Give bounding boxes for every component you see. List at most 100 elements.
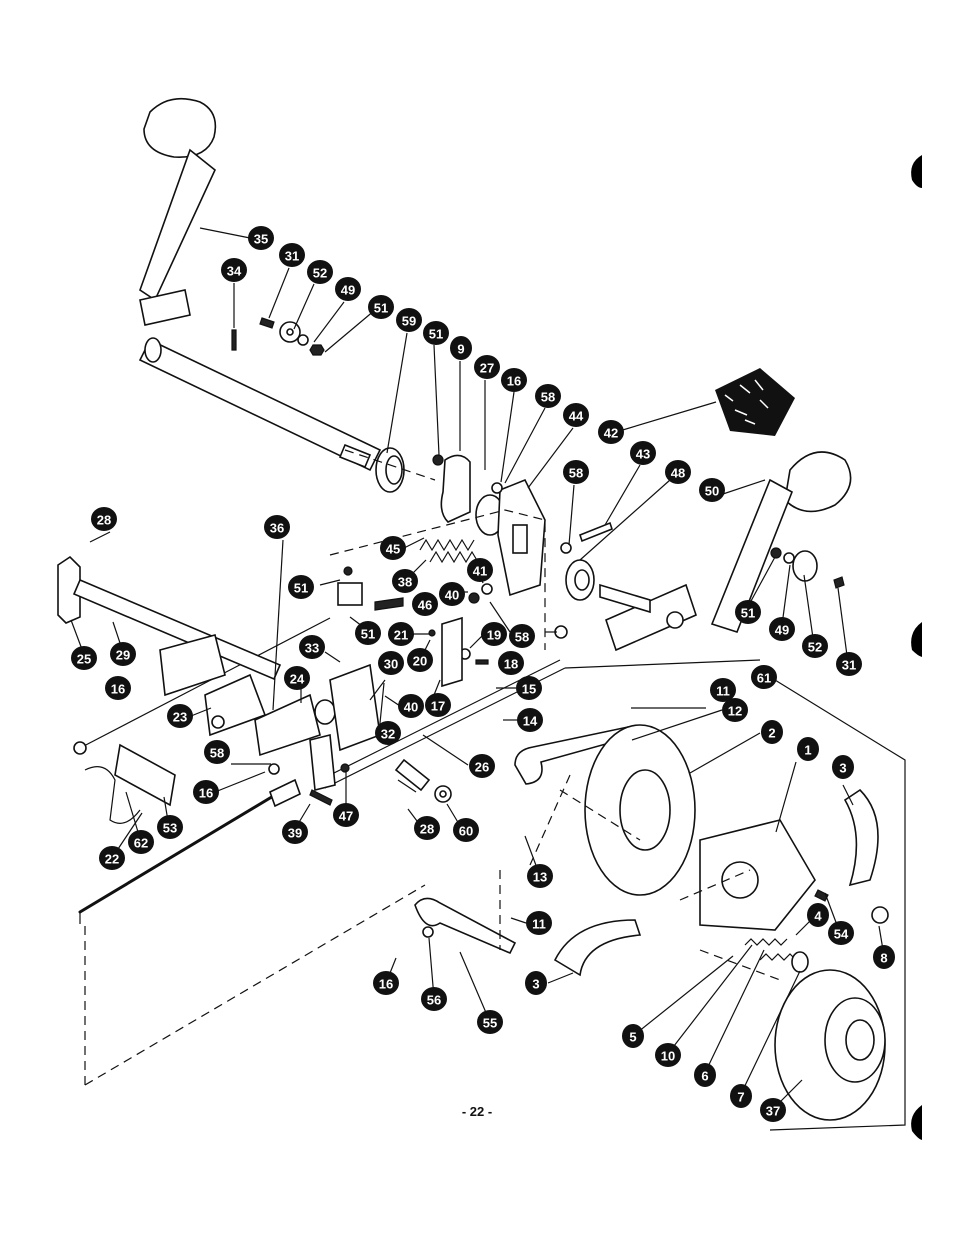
callout-label: 19 bbox=[487, 628, 501, 643]
callout-label: 58 bbox=[569, 466, 583, 481]
callout-c36: 36 bbox=[264, 515, 290, 539]
callout-c31b: 31 bbox=[836, 652, 862, 676]
sleeve-59 bbox=[376, 448, 404, 492]
callout-c58a: 58 bbox=[535, 384, 561, 408]
callout-c45: 45 bbox=[380, 536, 406, 560]
callout-label: 11 bbox=[532, 917, 546, 932]
callout-c3a: 3 bbox=[832, 755, 854, 779]
callout-label: 10 bbox=[661, 1049, 675, 1064]
callout-c22: 22 bbox=[99, 846, 125, 870]
pedal-pad-42 bbox=[715, 368, 795, 436]
shoe-3-lower bbox=[555, 920, 640, 975]
callout-label: 5 bbox=[629, 1030, 636, 1045]
callout-label: 40 bbox=[404, 700, 418, 715]
callout-c59: 59 bbox=[396, 308, 422, 332]
callout-c28a: 28 bbox=[91, 507, 117, 531]
callout-label: 58 bbox=[210, 746, 224, 761]
callout-label: 52 bbox=[808, 640, 822, 655]
callout-label: 12 bbox=[728, 704, 742, 719]
callout-label: 62 bbox=[134, 836, 148, 851]
callout-c58b: 58 bbox=[563, 460, 589, 484]
callout-c1: 1 bbox=[797, 737, 819, 761]
callout-label: 30 bbox=[384, 657, 398, 672]
callout-label: 49 bbox=[341, 283, 355, 298]
callout-c3b: 3 bbox=[525, 971, 547, 995]
page-number: - 22 - bbox=[0, 1104, 954, 1119]
callout-c26: 26 bbox=[469, 754, 495, 778]
callout-c18: 18 bbox=[498, 651, 524, 675]
callout-label: 42 bbox=[604, 426, 618, 441]
housing-1 bbox=[700, 820, 815, 930]
callout-label: 45 bbox=[386, 542, 400, 557]
callout-c15: 15 bbox=[516, 676, 542, 700]
callout-c4: 4 bbox=[807, 903, 829, 927]
callout-c58d: 58 bbox=[204, 740, 230, 764]
callout-c52a: 52 bbox=[307, 260, 333, 284]
callout-label: 51 bbox=[741, 606, 755, 621]
callout-label: 53 bbox=[163, 821, 177, 836]
callout-c51e: 51 bbox=[735, 600, 761, 624]
callout-c51a: 51 bbox=[368, 295, 394, 319]
callout-c38: 38 bbox=[392, 569, 418, 593]
callout-c24: 24 bbox=[284, 666, 310, 690]
callout-label: 51 bbox=[374, 301, 388, 316]
callout-label: 23 bbox=[173, 710, 187, 725]
callout-c51d: 51 bbox=[355, 621, 381, 645]
callout-label: 54 bbox=[834, 927, 849, 942]
callout-c34: 34 bbox=[221, 258, 247, 282]
callout-label: 22 bbox=[105, 852, 119, 867]
callout-c49b: 49 bbox=[769, 617, 795, 641]
callout-label: 3 bbox=[839, 761, 846, 776]
callout-c53: 53 bbox=[157, 815, 183, 839]
callout-label: 58 bbox=[541, 390, 555, 405]
callout-label: 4 bbox=[814, 909, 822, 924]
callout-c14: 14 bbox=[517, 708, 543, 732]
callout-label: 55 bbox=[483, 1016, 497, 1031]
bracket-17 bbox=[442, 618, 462, 686]
callout-c40b: 40 bbox=[398, 694, 424, 718]
callout-c19: 19 bbox=[481, 622, 507, 646]
callout-label: 3 bbox=[532, 977, 539, 992]
callout-c29: 29 bbox=[110, 642, 136, 666]
callout-c56: 56 bbox=[421, 987, 447, 1011]
callout-c60: 60 bbox=[453, 818, 479, 842]
callout-c39: 39 bbox=[282, 820, 308, 844]
callout-label: 51 bbox=[294, 581, 308, 596]
callout-c51c: 51 bbox=[288, 575, 314, 599]
callout-label: 1 bbox=[804, 743, 811, 758]
callout-c43: 43 bbox=[630, 441, 656, 465]
callout-c5: 5 bbox=[622, 1024, 644, 1048]
callout-label: 60 bbox=[459, 824, 473, 839]
callout-label: 27 bbox=[480, 361, 494, 376]
callout-c27: 27 bbox=[474, 355, 500, 379]
callout-c2: 2 bbox=[761, 720, 783, 744]
callout-label: 31 bbox=[285, 249, 299, 264]
callout-label: 33 bbox=[305, 641, 319, 656]
callout-label: 61 bbox=[757, 671, 771, 686]
callout-c35a: 35 bbox=[248, 226, 274, 250]
callout-label: 29 bbox=[116, 648, 130, 663]
callout-label: 17 bbox=[431, 699, 445, 714]
shoe-3-upper bbox=[845, 790, 878, 885]
callout-label: 11 bbox=[716, 684, 730, 699]
callout-c44: 44 bbox=[563, 403, 589, 427]
callout-label: 24 bbox=[290, 672, 305, 687]
callout-c16b: 16 bbox=[105, 676, 131, 700]
callout-label: 28 bbox=[97, 513, 111, 528]
callout-c28b: 28 bbox=[414, 816, 440, 840]
callout-label: 46 bbox=[418, 598, 432, 613]
callout-c12: 12 bbox=[722, 698, 748, 722]
callout-label: 52 bbox=[313, 266, 327, 281]
callout-label: 13 bbox=[533, 870, 547, 885]
callout-label: 31 bbox=[842, 658, 856, 673]
callout-label: 40 bbox=[445, 588, 459, 603]
callout-c30: 30 bbox=[378, 651, 404, 675]
hub-drum-37 bbox=[775, 970, 885, 1120]
callout-c58c: 58 bbox=[509, 624, 535, 648]
callout-label: 50 bbox=[705, 484, 719, 499]
callout-c13: 13 bbox=[527, 864, 553, 888]
callout-c31a: 31 bbox=[279, 243, 305, 267]
callout-label: 59 bbox=[402, 314, 416, 329]
callout-c40a: 40 bbox=[439, 582, 465, 606]
